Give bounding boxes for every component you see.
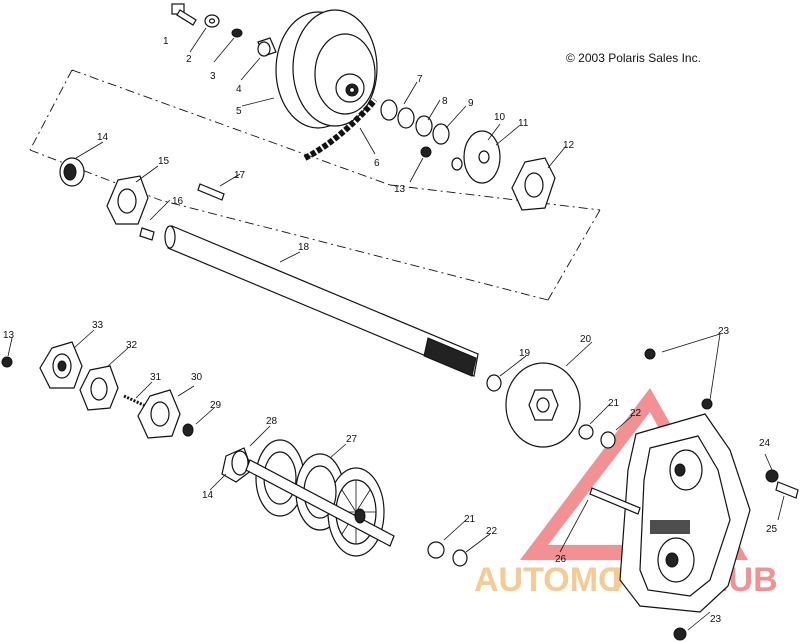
label-17: 17 (234, 170, 246, 181)
label-20: 20 (580, 334, 592, 345)
part-5-driven-sprocket (275, 9, 378, 129)
label-21-upper: 21 (608, 398, 620, 409)
label-29: 29 (210, 400, 222, 411)
part-12-flange (511, 157, 556, 211)
part-8-o-ring (415, 115, 433, 137)
part-21-seal-upper (578, 424, 594, 440)
label-25: 25 (766, 524, 778, 535)
label-19: 19 (519, 348, 531, 359)
part-21-seal-lower (427, 541, 445, 559)
part-25-plug (775, 481, 799, 499)
part-32-gasket (79, 365, 119, 411)
label-22-lower: 22 (486, 526, 498, 537)
part-7-o-ring (380, 99, 398, 121)
part-23-nut-mid (701, 398, 713, 410)
part-15-flange (106, 175, 149, 225)
part-27-drive-sprockets (245, 439, 395, 557)
label-27: 27 (346, 434, 358, 445)
part-14-bearing-upper (59, 157, 85, 187)
leader-lines (7, 27, 785, 631)
part-1-bolt (171, 3, 197, 26)
chaincase-housing (619, 413, 751, 613)
part-26-bolt (589, 487, 641, 515)
label-18: 18 (298, 242, 310, 253)
label-4: 4 (236, 84, 242, 95)
label-16: 16 (172, 196, 184, 207)
part-6-chain (303, 98, 378, 161)
label-8: 8 (442, 96, 448, 107)
part-13-nut-upper (420, 146, 432, 158)
part-11-bearing-plate (463, 130, 501, 184)
part-3-washer (231, 28, 243, 38)
part-24-nut (765, 469, 779, 483)
label-23-upper: 23 (718, 326, 730, 337)
part-29-fitting (182, 423, 194, 437)
label-26: 26 (555, 554, 567, 565)
label-13-lower: 13 (3, 330, 15, 341)
label-31: 31 (150, 372, 162, 383)
label-3: 3 (210, 71, 216, 82)
part-19-circlip (486, 374, 502, 392)
label-15: 15 (158, 156, 170, 167)
upper-assembly-outline (29, 69, 601, 301)
label-1: 1 (163, 36, 169, 47)
label-24: 24 (759, 438, 771, 449)
part-22-bushing-upper (600, 431, 616, 449)
label-11: 11 (518, 118, 529, 129)
part-30-flange (137, 389, 181, 439)
part-7b-o-ring (397, 107, 415, 129)
part-10-washer (451, 157, 463, 171)
label-32: 32 (126, 340, 138, 351)
label-22-upper: 22 (630, 408, 642, 419)
label-12: 12 (563, 140, 575, 151)
label-28: 28 (266, 416, 278, 427)
watermark-text-left: AUTOMO (474, 561, 624, 599)
part-13-nut-lower (1, 356, 13, 368)
part-labels: 1 2 3 4 5 6 7 8 9 10 11 12 13 14 15 16 1… (3, 36, 778, 625)
label-13-upper: 13 (394, 184, 406, 195)
label-9: 9 (468, 98, 474, 109)
part-18-shaft (164, 225, 479, 377)
label-6: 6 (374, 158, 380, 169)
part-23-nut-bottom (673, 627, 687, 641)
part-33-flange (39, 341, 83, 389)
part-17-key (197, 183, 225, 201)
label-33: 33 (92, 320, 104, 331)
label-23-lower: 23 (710, 614, 722, 625)
label-21-lower: 21 (464, 514, 476, 525)
part-31-spring (123, 394, 151, 410)
label-2: 2 (186, 54, 192, 65)
part-23-nut-top (644, 348, 656, 360)
label-10: 10 (494, 112, 506, 123)
label-14-lower: 14 (202, 490, 214, 501)
part-4-bushing (257, 37, 277, 57)
label-30: 30 (191, 372, 203, 383)
part-28-bearing-lower (221, 447, 253, 483)
part-22-bushing-lower (452, 549, 468, 567)
part-16-bolt (139, 227, 155, 241)
label-7: 7 (417, 74, 423, 85)
copyright-text: © 2003 Polaris Sales Inc. (566, 51, 701, 65)
part-9-o-ring (432, 123, 450, 145)
label-5: 5 (236, 106, 242, 117)
label-14-upper: 14 (97, 132, 109, 143)
part-20-brake-disc (505, 362, 581, 448)
